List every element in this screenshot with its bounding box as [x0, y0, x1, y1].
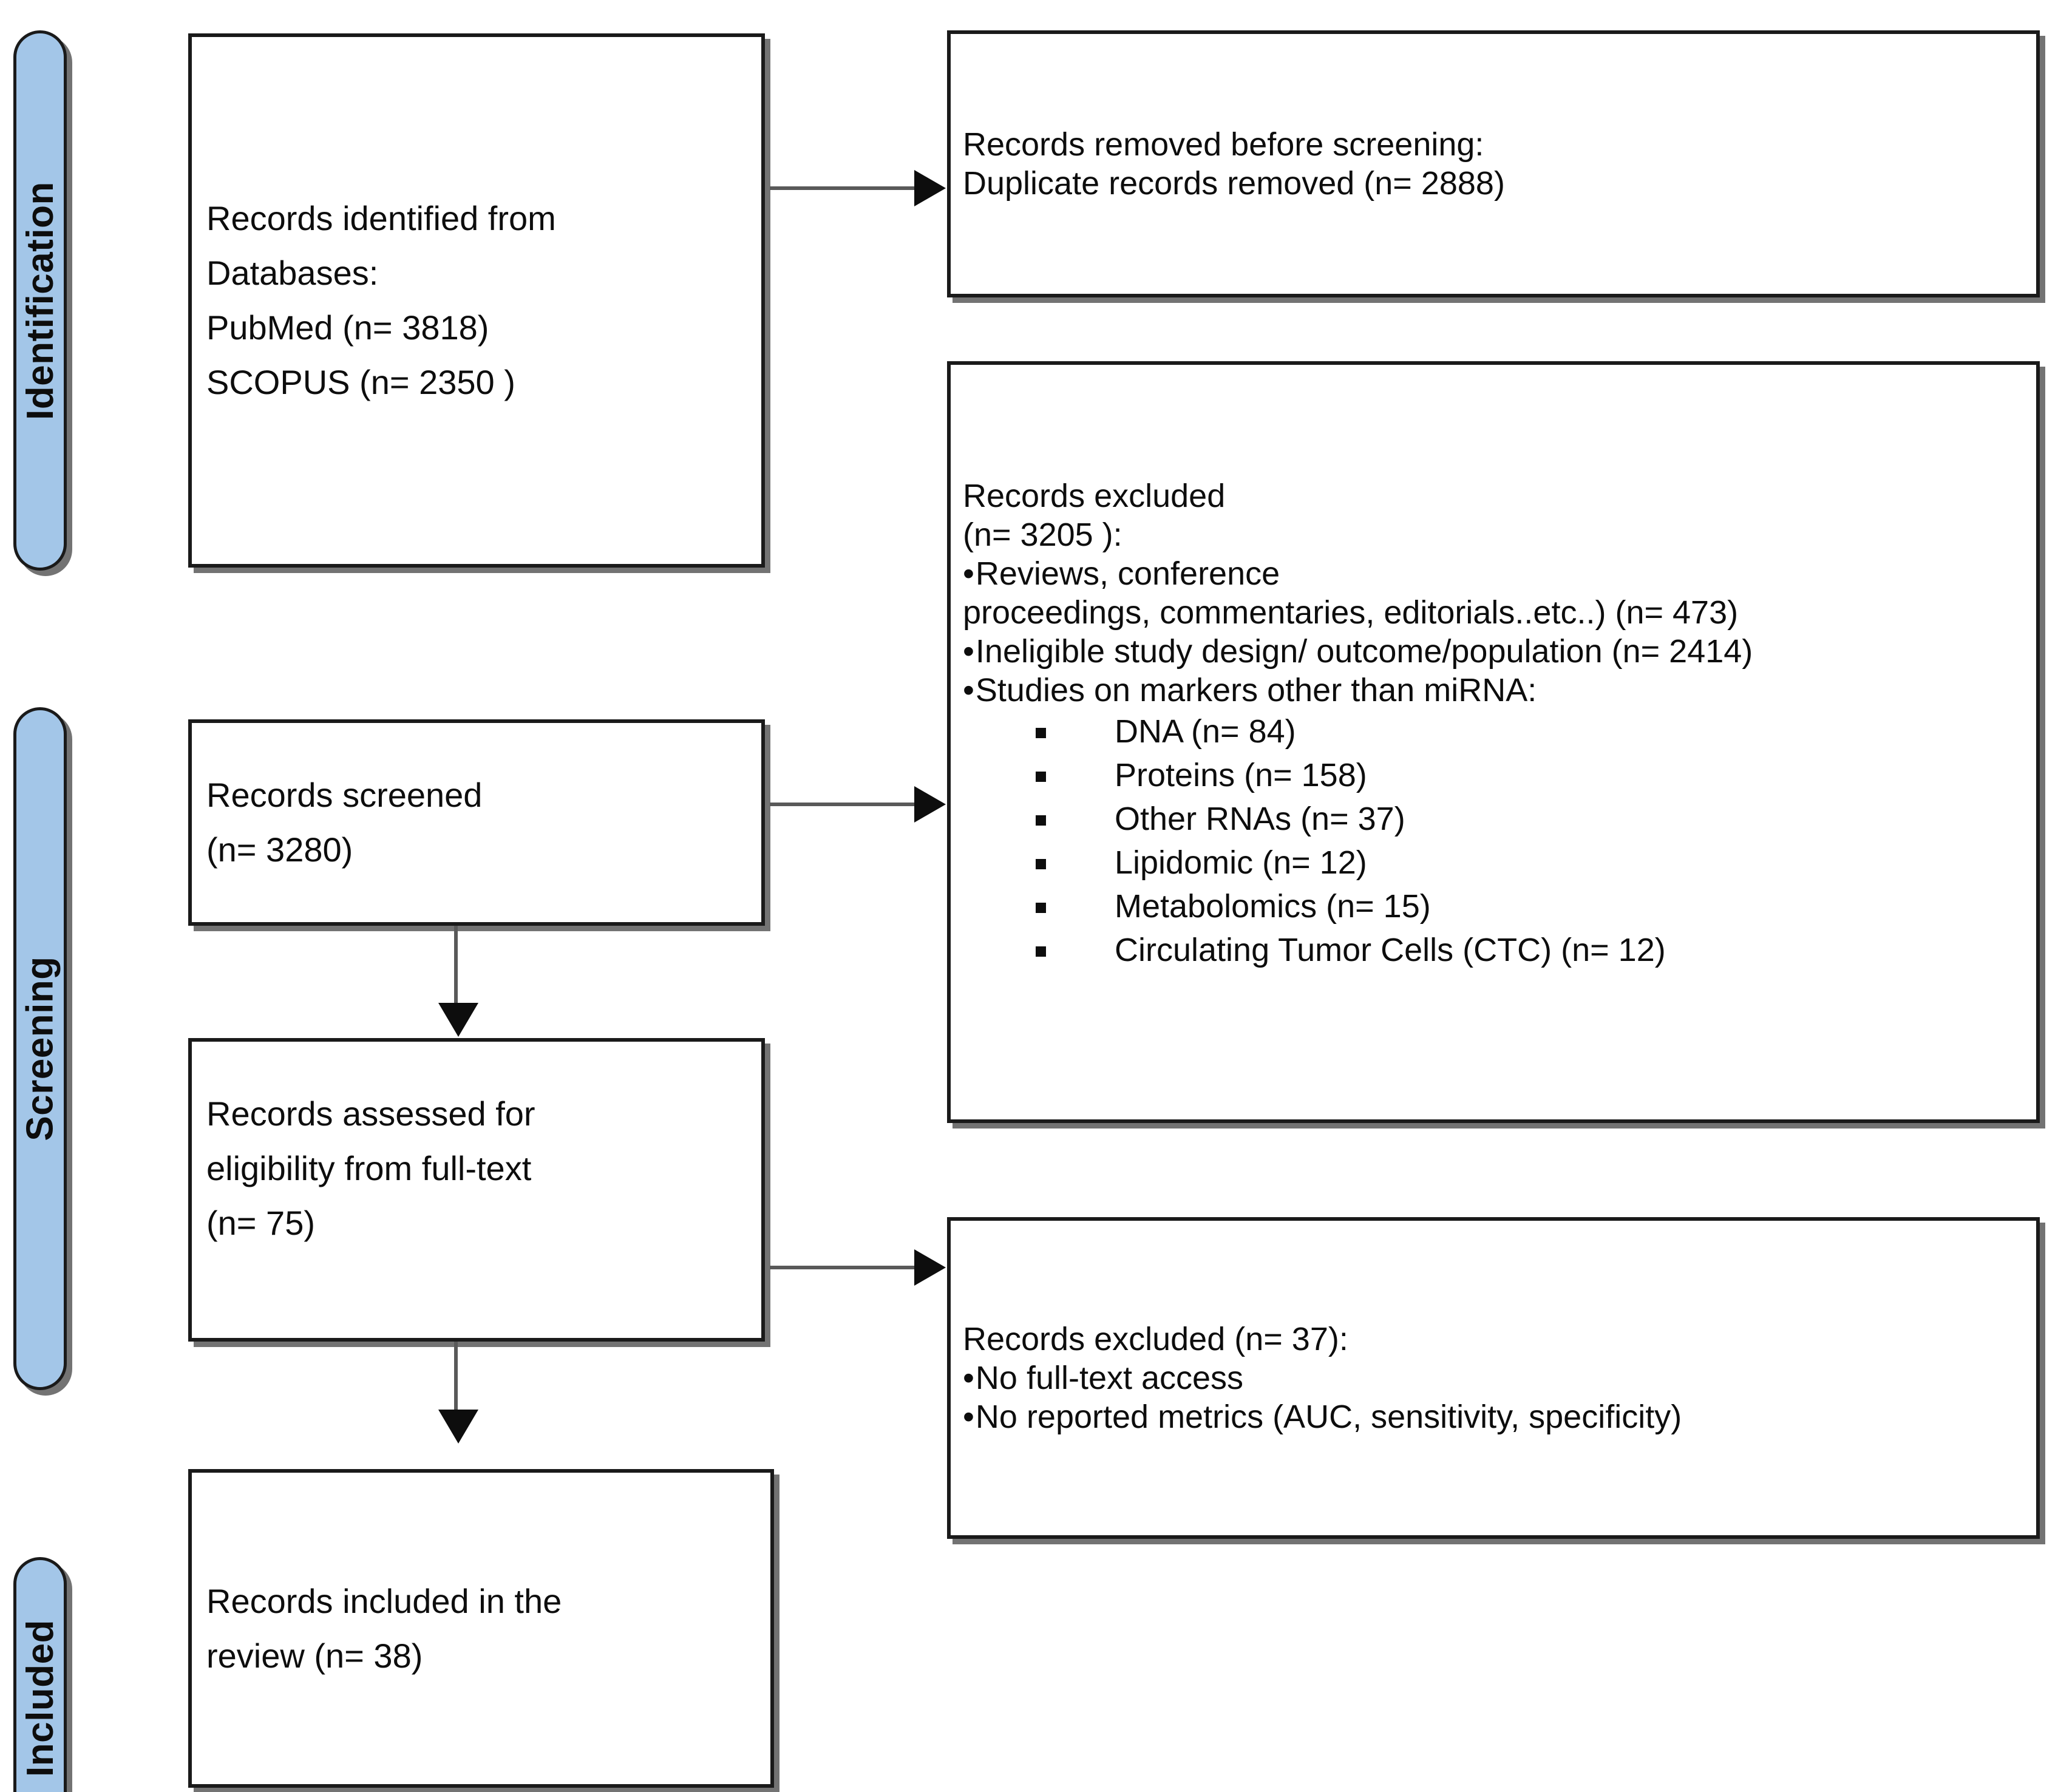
stage-label-screening-text: Screening: [19, 956, 61, 1141]
box-records-identified: Records identified from Databases: PubMe…: [188, 33, 765, 568]
connector-identified-to-removed: [770, 186, 915, 190]
records-included-line-1: Records included in the: [206, 1581, 562, 1620]
stage-label-included: Included: [13, 1557, 67, 1792]
records-removed-line-1: Records removed before screening:: [963, 126, 1484, 163]
box-records-included: Records included in the review (n= 38): [188, 1469, 774, 1788]
box-records-excluded-screening-body: Records excluded (n= 3205 ): Reviews, co…: [951, 477, 2036, 972]
marker-item-lipidomic: Lipidomic (n= 12): [963, 841, 2024, 884]
arrowhead-screened-to-excluded: [914, 786, 946, 823]
excluded-screening-bullet-1-wrap: proceedings, commentaries, editorials..e…: [963, 594, 1739, 631]
records-screened-line-1: Records screened: [206, 776, 483, 814]
marker-item-metabolomics: Metabolomics (n= 15): [963, 884, 2024, 928]
records-assessed-line-2: eligibility from full-text: [206, 1149, 532, 1187]
excluded-screening-heading-2: (n= 3205 ):: [963, 516, 1122, 553]
excluded-fulltext-bullet-2: No reported metrics (AUC, sensitivity, s…: [963, 1397, 2024, 1436]
marker-item-other-rnas: Other RNAs (n= 37): [963, 797, 2024, 841]
records-screened-line-2: (n= 3280): [206, 830, 353, 869]
excluded-fulltext-bullet-1: No full-text access: [963, 1359, 2024, 1397]
arrowhead-assessed-to-included: [438, 1410, 478, 1444]
box-records-excluded-fulltext: Records excluded (n= 37): No full-text a…: [947, 1217, 2040, 1539]
box-records-screened: Records screened (n= 3280): [188, 719, 765, 926]
records-identified-line-1: Records identified from: [206, 199, 556, 237]
arrowhead-assessed-to-excluded-fulltext: [914, 1249, 946, 1286]
marker-item-dna: DNA (n= 84): [963, 710, 2024, 753]
excluded-screening-bullet-3: Studies on markers other than miRNA:: [963, 671, 2024, 710]
records-removed-line-2: Duplicate records removed (n= 2888): [963, 165, 1505, 202]
connector-screened-to-excluded: [770, 803, 915, 806]
stage-label-screening: Screening: [13, 707, 67, 1390]
marker-item-ctc: Circulating Tumor Cells (CTC) (n= 12): [963, 928, 2024, 972]
box-records-screened-body: Records screened (n= 3280): [192, 768, 761, 877]
stage-label-included-text: Included: [19, 1620, 61, 1777]
connector-assessed-to-included: [454, 1342, 458, 1414]
box-records-assessed-body: Records assessed for eligibility from fu…: [192, 1087, 761, 1251]
box-records-removed-before-screening: Records removed before screening: Duplic…: [947, 30, 2040, 297]
records-assessed-line-3: (n= 75): [206, 1204, 315, 1242]
arrowhead-identified-to-removed: [914, 170, 946, 206]
box-records-identified-body: Records identified from Databases: PubMe…: [192, 191, 761, 410]
excluded-screening-heading-1: Records excluded: [963, 477, 1226, 514]
excluded-screening-bullet-2: Ineligible study design/ outcome/populat…: [963, 632, 2024, 671]
excluded-screening-bullet-1: Reviews, conference: [963, 554, 2024, 593]
records-identified-line-2: Databases:: [206, 254, 379, 292]
arrowhead-screened-to-assessed: [438, 1003, 478, 1037]
connector-screened-to-assessed: [454, 926, 458, 1008]
stage-label-identification: Identification: [13, 30, 67, 571]
box-records-assessed: Records assessed for eligibility from fu…: [188, 1038, 765, 1342]
records-included-line-2: review (n= 38): [206, 1636, 423, 1675]
excluded-fulltext-heading: Records excluded (n= 37):: [963, 1321, 1348, 1357]
connector-assessed-to-excluded-fulltext: [770, 1266, 915, 1269]
box-records-included-body: Records included in the review (n= 38): [192, 1574, 770, 1683]
excluded-screening-marker-list: DNA (n= 84) Proteins (n= 158) Other RNAs…: [963, 710, 2024, 972]
marker-item-proteins: Proteins (n= 158): [963, 753, 2024, 797]
records-identified-line-3: PubMed (n= 3818): [206, 308, 489, 347]
records-assessed-line-1: Records assessed for: [206, 1095, 535, 1133]
stage-label-identification-text: Identification: [19, 181, 61, 420]
box-records-excluded-fulltext-body: Records excluded (n= 37): No full-text a…: [951, 1320, 2036, 1436]
records-identified-line-4: SCOPUS (n= 2350 ): [206, 363, 515, 401]
box-records-excluded-screening: Records excluded (n= 3205 ): Reviews, co…: [947, 361, 2040, 1123]
box-records-removed-body: Records removed before screening: Duplic…: [951, 125, 2036, 203]
